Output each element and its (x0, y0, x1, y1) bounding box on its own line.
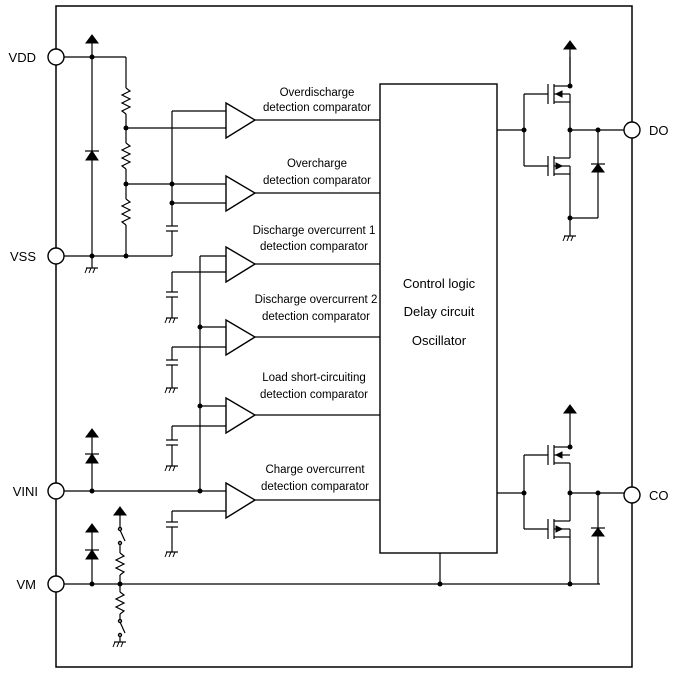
comparator-charge-oc-label-1: Charge overcurrent (265, 464, 365, 476)
pin-vss: VSS (10, 247, 65, 265)
pin-vss-label: VSS (10, 249, 36, 264)
vdd-vss-protection-diode (85, 34, 99, 256)
comparator-discharge-oc1 (225, 245, 380, 284)
do-ground-icon (562, 235, 576, 242)
comparator-discharge-oc2-label-1: Discharge overcurrent 2 (255, 294, 378, 306)
logic-block-label-delay: Delay circuit (404, 304, 475, 319)
vm-rail (64, 581, 600, 587)
pin-do-label: DO (649, 123, 669, 138)
comparator-overcharge-label-2: detection comparator (263, 175, 371, 187)
vini-protection-diode (85, 428, 99, 491)
do-output-stage (497, 40, 624, 242)
vss-rail (64, 253, 172, 274)
reference-sources (164, 271, 226, 558)
comparator-load-short-label-2: detection comparator (260, 389, 368, 401)
pin-vini: VINI (13, 482, 65, 500)
logic-block-label-control: Control logic (403, 276, 476, 291)
comparator-load-short-label-1: Load short-circuiting (262, 372, 366, 384)
divider-taps (126, 110, 226, 256)
comparator-charge-oc-label-2: detection comparator (261, 481, 369, 493)
comparator-overdischarge-label-2: detection comparator (263, 102, 371, 114)
comparator-overdischarge (225, 101, 380, 140)
comparator-discharge-oc1-label-2: detection comparator (260, 241, 368, 253)
pin-vini-label: VINI (13, 484, 38, 499)
comparator-charge-oc (225, 481, 380, 520)
vini-bus (64, 255, 226, 494)
comparator-discharge-oc1-label-1: Discharge overcurrent 1 (253, 225, 376, 237)
control-logic-block: Control logic Delay circuit Oscillator (379, 83, 498, 584)
comparator-overcharge (225, 174, 380, 213)
pin-co: CO (623, 486, 669, 504)
comparator-overcharge-label-1: Overcharge (287, 158, 347, 170)
logic-block-label-oscillator: Oscillator (412, 333, 467, 348)
comparator-discharge-oc2-label-2: detection comparator (262, 311, 370, 323)
vm-protection-diode (85, 523, 99, 584)
co-output-stage (497, 404, 624, 584)
comparator-overdischarge-label-1: Overdischarge (280, 87, 355, 99)
vss-ground-icon (84, 267, 98, 274)
comparator-discharge-oc2 (225, 318, 380, 357)
pin-do: DO (623, 121, 669, 139)
pin-vdd-label: VDD (9, 50, 36, 65)
comparator-load-short (225, 396, 380, 435)
ic-outline (55, 5, 633, 668)
vm-pullup-switch (113, 506, 127, 584)
pin-vm-label: VM (17, 577, 37, 592)
vm-pulldown-switch (112, 584, 126, 648)
resistor-divider (120, 87, 132, 226)
pin-vdd: VDD (9, 48, 65, 66)
pin-co-label: CO (649, 488, 669, 503)
pin-vm: VM (17, 575, 65, 593)
